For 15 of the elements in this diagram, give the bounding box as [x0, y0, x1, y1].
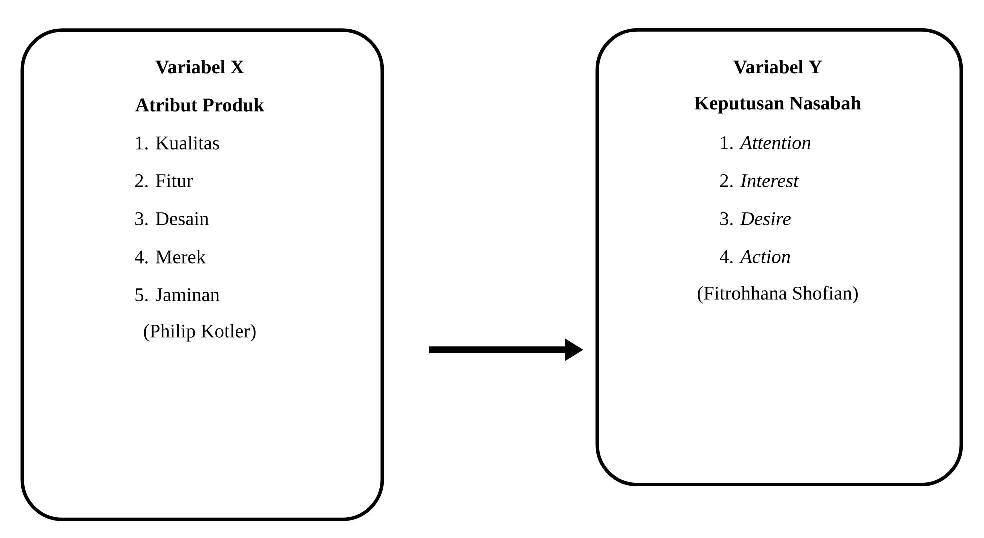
- box-heading: Variabel Y: [734, 60, 822, 74]
- list-item: 1. Kualitas: [136, 136, 220, 150]
- list-item: 3. Desain: [136, 212, 209, 226]
- box-heading: Keputusan Nasabah: [694, 96, 862, 114]
- box-heading: Atribut Produk: [136, 98, 265, 112]
- box-heading: Variabel X: [156, 60, 244, 74]
- source-citation: (Philip Kotler): [144, 324, 256, 342]
- list-item: 4. Merek: [135, 250, 206, 264]
- list-item: 3. Desire: [720, 212, 791, 226]
- list-item: 4. Action: [720, 250, 790, 264]
- list-item: 5. Jaminan: [136, 288, 220, 302]
- list-item: 2. Fitur: [135, 174, 193, 188]
- list-item: 2. Interest: [720, 174, 800, 188]
- source-citation: (Fitrohhana Shofian): [698, 286, 858, 304]
- list-item: 1. Attention: [721, 136, 811, 150]
